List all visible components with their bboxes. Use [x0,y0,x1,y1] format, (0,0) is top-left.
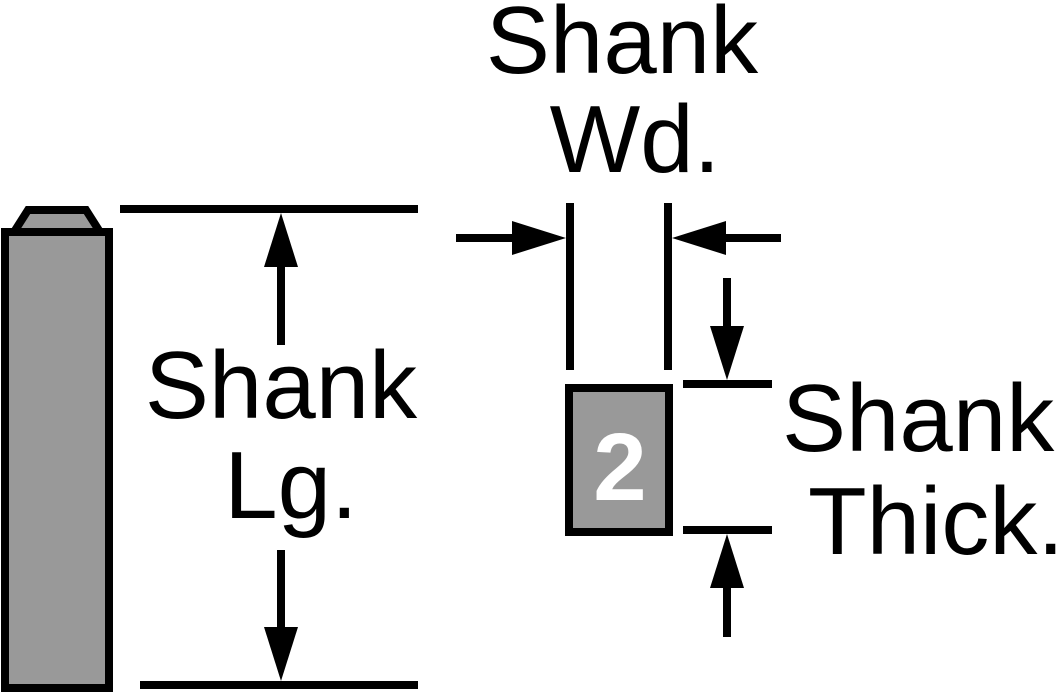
cross-section-rect [565,384,673,536]
shank-width-right-pointing-arrowhead [512,221,566,255]
shank-thickness-down-arrowhead [710,326,744,380]
shank-length-up-arrowhead [264,213,298,267]
shank-thickness-label-line1: Shank [782,365,1055,472]
shank-width-dimension: Shank Wd. [456,0,781,370]
shank-width-label-line2: Wd. [550,86,721,193]
shank-length-label-line1: Shank [145,332,418,439]
tool-shank-side-view [1,206,113,692]
shank-width-left-pointing-arrowhead [672,221,726,255]
shank-thickness-dimension: Shank Thick. [683,278,1064,637]
shank-length-label-line2: Lg. [224,432,357,539]
shank-cross-section: 2 [565,384,673,536]
shank-length-down-arrowhead [264,627,298,681]
shank-length-dimension: Shank Lg. [120,205,418,689]
shank-body [1,228,113,692]
shank-width-label-line1: Shank [486,0,759,94]
cross-section-number: 2 [593,414,646,521]
shank-thickness-label-line2: Thick. [808,468,1064,575]
shank-thickness-up-arrowhead [710,534,744,588]
